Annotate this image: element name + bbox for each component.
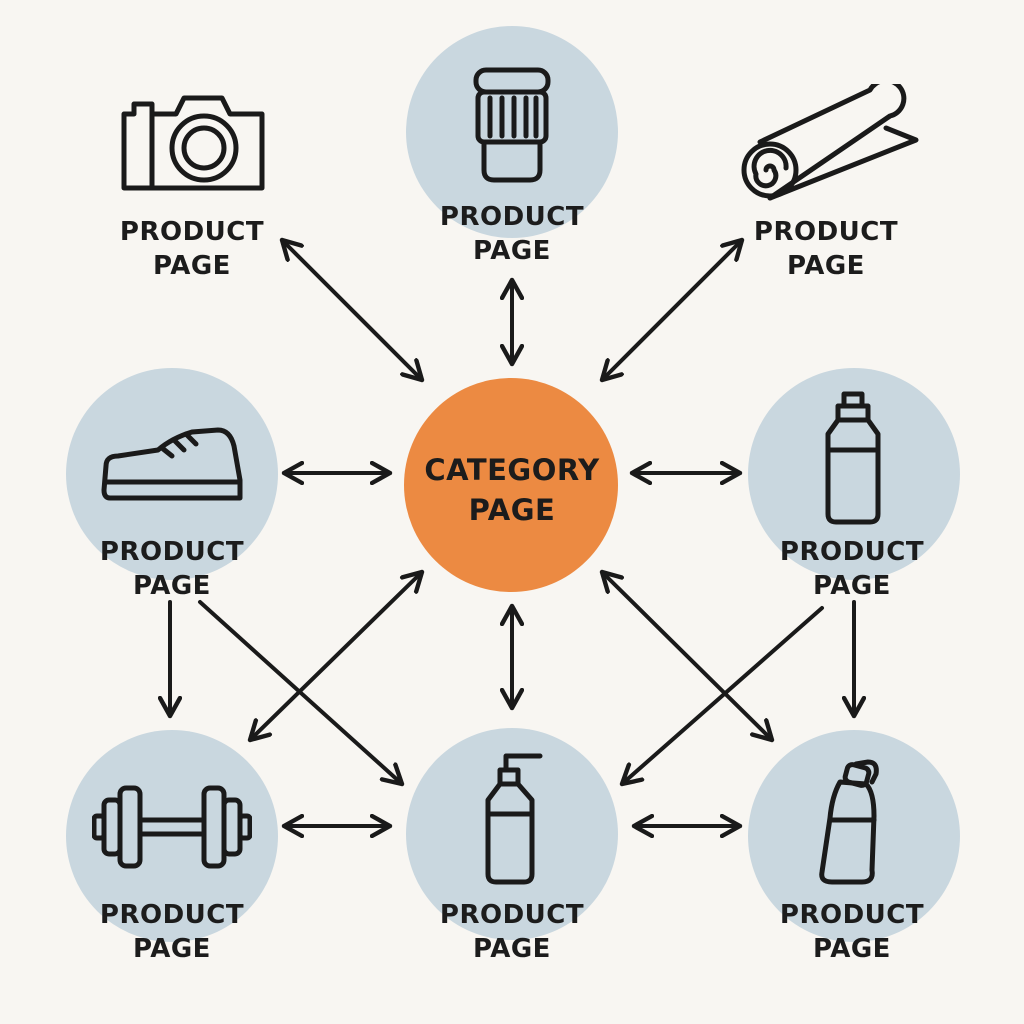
sport-bottle-icon: [825, 391, 881, 525]
product-node-shoe[interactable]: [66, 368, 278, 580]
product-label-line2: PAGE: [473, 934, 551, 964]
camera-icon: [121, 95, 265, 191]
product-label-line1: PRODUCT: [439, 900, 585, 930]
arrow-shoe-pump: [198, 600, 402, 784]
product-label-line1: PRODUCT: [779, 537, 925, 567]
arrow-flask-category: [602, 572, 772, 740]
product-label-line1: PRODUCT: [119, 217, 265, 247]
product-label-line1: PRODUCT: [99, 900, 245, 930]
product-label-shoe: PRODUCT PAGE: [62, 535, 282, 603]
water-flask-icon: [819, 759, 879, 885]
arrow-dumbbell-category: [250, 572, 422, 740]
product-label-line1: PRODUCT: [779, 900, 925, 930]
product-label-line2: PAGE: [813, 571, 891, 601]
yoga-mat-icon: [741, 84, 919, 201]
product-label-line1: PRODUCT: [99, 537, 245, 567]
product-label-lens: PRODUCT PAGE: [402, 200, 622, 268]
arrow-camera-category: [282, 240, 422, 380]
product-label-line2: PAGE: [153, 251, 231, 281]
product-label-line2: PAGE: [813, 934, 891, 964]
product-label-line2: PAGE: [133, 934, 211, 964]
category-node[interactable]: [404, 378, 618, 592]
camera-lens-icon: [473, 67, 551, 183]
product-label-mat: PRODUCT PAGE: [716, 215, 936, 283]
product-label-camera: PRODUCT PAGE: [82, 215, 302, 283]
product-node-pump[interactable]: [406, 728, 618, 940]
product-label-bottle: PRODUCT PAGE: [742, 535, 962, 603]
sneaker-icon: [101, 427, 243, 501]
category-label: CATEGORY PAGE: [402, 450, 622, 530]
category-label-line1: CATEGORY: [424, 453, 600, 487]
product-label-line2: PAGE: [133, 571, 211, 601]
product-label-line1: PRODUCT: [439, 202, 585, 232]
product-label-line1: PRODUCT: [753, 217, 899, 247]
category-label-line2: PAGE: [468, 493, 556, 527]
dumbbell-icon: [92, 785, 252, 869]
arrow-bottle-pump: [622, 606, 824, 784]
arrow-mat-category: [602, 240, 742, 380]
product-label-dumbbell: PRODUCT PAGE: [62, 898, 282, 966]
product-label-line2: PAGE: [473, 236, 551, 266]
product-node-bottle[interactable]: [748, 368, 960, 580]
pump-bottle-icon: [485, 753, 543, 885]
product-label-line2: PAGE: [787, 251, 865, 281]
product-label-pump: PRODUCT PAGE: [402, 898, 622, 966]
product-label-flask: PRODUCT PAGE: [742, 898, 962, 966]
